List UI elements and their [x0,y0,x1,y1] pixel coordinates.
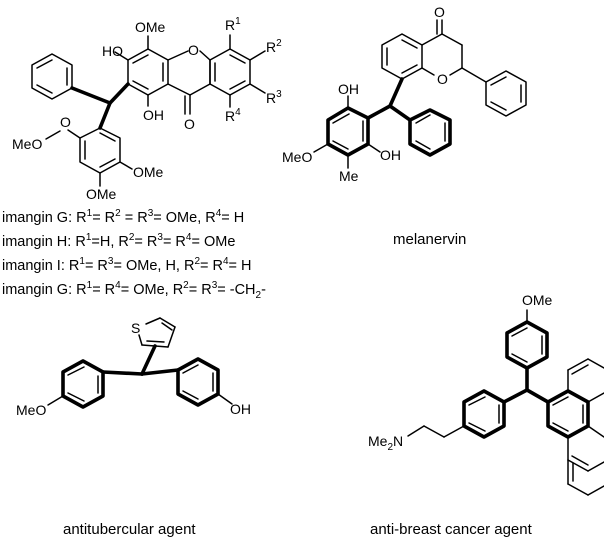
antibreast-methoxyphenyl-ring [505,320,549,370]
antitubercular-label-meo: MeO [16,402,46,418]
melanervin-label-ring-o: O [437,71,448,87]
melanervin-pyranone-ring [421,19,463,76]
imangin-pyranone-ring [167,50,211,115]
imangin-label-ring-o: O [188,42,199,58]
imangin-label-ome-bottom: OMe [86,186,117,202]
imangin-legend-line-2: imangin H: R1=H, R2= R3= R4= OMe [2,232,235,250]
melanervin-label-me: Me [339,168,359,184]
imangin-label-meo: MeO [12,136,42,152]
imangin-benzylic-bond-1 [70,86,112,105]
melanervin-benzylic-phenyl-ring [408,108,452,157]
imangin-label-ome-right: OMe [133,164,164,180]
melanervin-chromanone-aromatic-ring [381,33,423,80]
antitubercular-label-oh: OH [230,401,251,417]
imangin-label-r3: R3 [266,89,282,106]
antitubercular-thiophene-ring [138,317,176,348]
imangin-label-r2: R2 [266,38,282,55]
melanervin-caption: melanervin [393,231,466,248]
antitubercular-label-s: S [131,320,140,336]
melanervin-label-meo: MeO [282,149,312,165]
melanervin-label-oh-top: OH [338,81,359,97]
imangin-label-oh-bottom: OH [143,107,164,123]
imangin-trimethoxyphenyl-ring [79,127,121,174]
imangin-legend: imangin G: R1= R2 = R3= OMe, R4= H imang… [2,208,266,301]
imangin-legend-line-3: imangin I: R1= R3= OMe, H, R2= R4= H [2,256,252,274]
antibreast-phenyl-ring [462,389,506,439]
melanervin-resorcinol-ring [326,106,370,157]
melanervin-phenyl-ring [485,70,527,117]
imangin-label-r1: R1 [225,16,241,33]
imangin-benzylic-bond-3 [98,101,112,130]
antitubercular-methoxyphenyl-ring [61,359,105,409]
imangin-xanthone-ring-a [127,48,169,96]
imangin-structure: HO OMe O O OH R1 R2 R3 R4 [12,16,282,202]
antibreast-structure: OMe Me2N [368,292,604,496]
antibreast-fused-ring-system [546,358,604,496]
imangin-substituted-ring [209,48,251,96]
antitubercular-structure: S MeO OH [16,317,251,418]
melanervin-label-oh-bottom: OH [380,147,401,163]
imangin-label-ome-ortho: O [60,114,71,130]
imangin-label-carbonyl-o: O [184,116,195,132]
imangin-label-ho: HO [102,43,123,59]
antitubercular-hydroxyphenyl-ring [176,357,220,407]
imangin-label-ome-top: OMe [135,19,166,35]
antibreast-label-ome: OMe [522,292,553,308]
imangin-phenyl-ring [31,53,73,100]
antibreast-caption: anti-breast cancer agent [370,521,533,538]
melanervin-label-ketone-o: O [434,4,445,20]
melanervin-structure: O O OH OH MeO [282,4,527,184]
imangin-label-r4: R4 [225,107,241,124]
imangin-benzylic-bond-2 [108,82,130,105]
antitubercular-caption: antitubercular agent [63,521,196,538]
imangin-legend-line-4: imangin G: R1= R4= OMe, R2= R3= -CH2- [2,280,266,301]
imangin-legend-line-1: imangin G: R1= R2 = R3= OMe, R4= H [2,208,244,226]
antibreast-label-me2n: Me2N [368,433,403,453]
